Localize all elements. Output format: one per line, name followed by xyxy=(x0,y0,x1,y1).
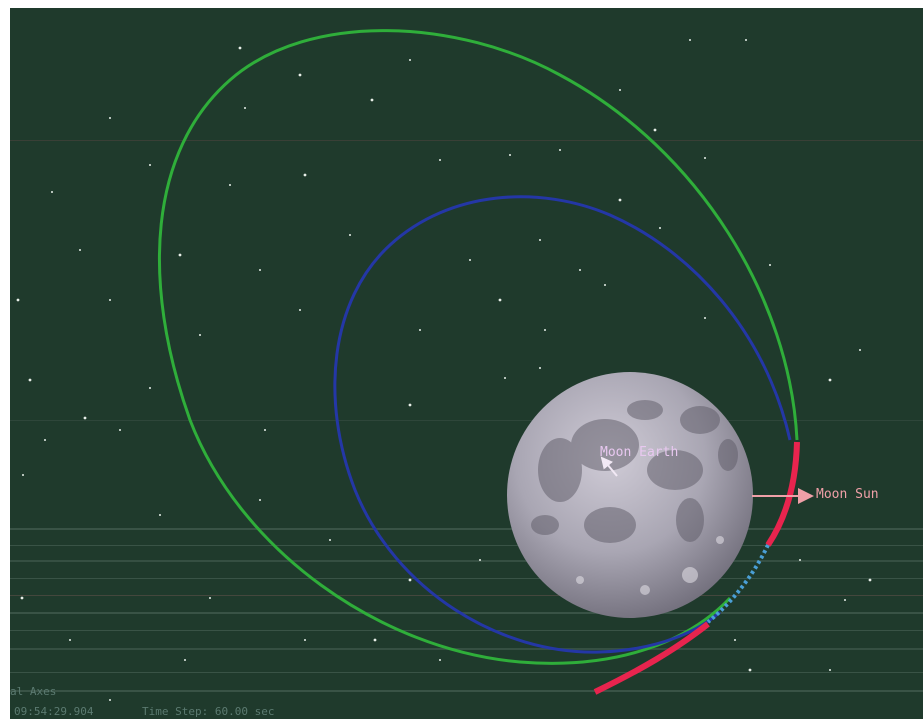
star xyxy=(159,514,161,516)
star xyxy=(745,39,747,41)
star xyxy=(704,157,706,159)
star xyxy=(298,73,302,77)
star xyxy=(44,439,46,441)
outer-orbit-path[interactable] xyxy=(157,29,799,665)
moon-maria xyxy=(531,400,738,543)
star xyxy=(408,403,412,407)
star xyxy=(704,317,706,319)
star xyxy=(829,669,831,671)
moon-highlands xyxy=(576,536,724,595)
star xyxy=(504,377,506,379)
star xyxy=(408,578,412,582)
star xyxy=(244,107,246,109)
trajectory-segment-lower[interactable] xyxy=(593,621,710,695)
space-background xyxy=(10,8,923,719)
star xyxy=(859,349,861,351)
time-readout: 09:54:29.904 xyxy=(14,705,94,718)
star xyxy=(199,334,201,336)
axes-label: al Axes xyxy=(10,685,56,698)
star xyxy=(264,429,266,431)
star xyxy=(604,284,606,286)
star xyxy=(653,128,657,132)
star xyxy=(28,378,32,382)
star xyxy=(828,378,832,382)
time-step-readout: Time Step: 60.00 sec xyxy=(142,705,274,718)
inner-orbit-path[interactable] xyxy=(333,195,792,654)
star xyxy=(119,429,121,431)
star xyxy=(149,387,151,389)
star xyxy=(349,234,351,236)
star xyxy=(439,659,441,661)
star xyxy=(373,638,377,642)
star xyxy=(498,298,502,302)
star xyxy=(748,668,752,672)
star xyxy=(439,159,441,161)
star xyxy=(844,599,846,601)
star xyxy=(109,699,111,701)
star xyxy=(618,198,622,202)
star xyxy=(469,259,471,261)
star xyxy=(22,474,24,476)
star xyxy=(299,309,301,311)
star xyxy=(238,46,242,50)
star xyxy=(370,98,374,102)
star xyxy=(149,164,151,166)
star xyxy=(559,149,561,151)
star xyxy=(69,639,71,641)
moon-sun-label: Moon Sun xyxy=(816,487,879,502)
star xyxy=(259,269,261,271)
star xyxy=(79,249,81,251)
star xyxy=(16,298,20,302)
star xyxy=(229,184,231,186)
star xyxy=(303,173,307,177)
star xyxy=(304,639,306,641)
star xyxy=(619,89,621,91)
star xyxy=(184,659,186,661)
star xyxy=(509,154,511,156)
star xyxy=(409,59,411,61)
star xyxy=(689,39,691,41)
star xyxy=(539,367,541,369)
star xyxy=(539,239,541,241)
star xyxy=(178,253,182,257)
star xyxy=(20,596,24,600)
star xyxy=(544,329,546,331)
moon-body[interactable] xyxy=(507,372,753,618)
scan-lines xyxy=(10,140,923,692)
star xyxy=(799,559,801,561)
star xyxy=(209,597,211,599)
star xyxy=(659,227,661,229)
star xyxy=(329,539,331,541)
star xyxy=(51,191,53,193)
star xyxy=(579,269,581,271)
moon-earth-vector xyxy=(600,456,618,477)
star xyxy=(259,499,261,501)
star xyxy=(419,329,421,331)
star xyxy=(109,299,111,301)
star xyxy=(734,639,736,641)
star xyxy=(109,117,111,119)
star xyxy=(868,578,872,582)
moon-earth-label: Moon Earth xyxy=(600,445,678,460)
star xyxy=(479,559,481,561)
star xyxy=(769,264,771,266)
star xyxy=(83,416,87,420)
